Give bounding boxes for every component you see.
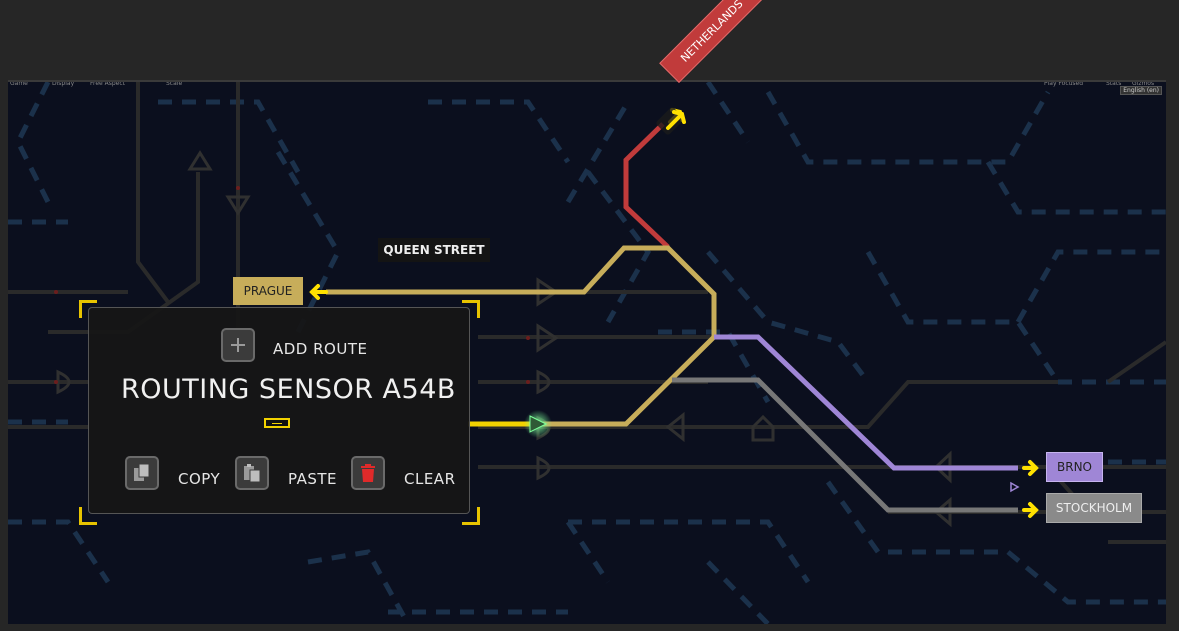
brno-small-marker-icon	[1010, 481, 1020, 493]
route-netherlands	[623, 122, 670, 249]
topbar-game[interactable]: Game	[10, 80, 28, 87]
topbar-display[interactable]: Display	[52, 80, 75, 87]
add-route-button[interactable]	[221, 328, 255, 362]
editor-topbar: Game Display Free Aspect Scale Play Focu…	[8, 80, 1166, 88]
copy-button[interactable]	[125, 456, 159, 490]
arrow-stockholm-icon	[1022, 502, 1039, 518]
plus-icon	[231, 338, 245, 352]
street-name-label: QUEEN STREET	[378, 238, 490, 262]
destination-brno[interactable]: BRNO	[1046, 452, 1103, 482]
selection-corner-bottom-right	[462, 507, 480, 525]
topbar-aspect[interactable]: Free Aspect	[90, 80, 126, 87]
routing-sensor-panel: ADD ROUTE ROUTING SENSOR A54B COPY PASTE…	[88, 307, 470, 514]
selection-corner-top-right	[462, 300, 480, 318]
selection-corner-bottom-left	[79, 507, 97, 525]
track-map[interactable]	[8, 82, 1166, 624]
add-route-label[interactable]: ADD ROUTE	[273, 340, 368, 358]
arrow-netherlands-head-icon	[666, 110, 686, 130]
selection-corner-top-left	[79, 300, 97, 318]
topbar-play-focused[interactable]: Play Focused	[1044, 80, 1084, 87]
arrow-prague-icon	[309, 284, 328, 300]
destination-netherlands[interactable]: NETHERLANDS	[659, 0, 764, 83]
sensor-title: ROUTING SENSOR A54B	[121, 374, 456, 405]
copy-icon	[134, 463, 150, 481]
clear-label[interactable]: CLEAR	[404, 470, 456, 488]
route-prague	[326, 245, 717, 427]
paste-label[interactable]: PASTE	[288, 470, 338, 488]
trash-icon	[361, 464, 375, 482]
paste-button[interactable]	[235, 456, 269, 490]
background-grid	[8, 82, 1166, 624]
sensor-signal	[529, 415, 548, 433]
topbar-scale[interactable]: Scale	[166, 80, 183, 87]
paste-icon	[244, 464, 261, 483]
destination-stockholm[interactable]: STOCKHOLM	[1046, 493, 1142, 523]
destination-prague[interactable]: PRAGUE	[233, 277, 303, 305]
topbar-stats[interactable]: Stats	[1106, 80, 1122, 87]
route-stockholm	[672, 377, 1018, 513]
language-select[interactable]: English (en)	[1120, 86, 1162, 95]
clear-button[interactable]	[351, 456, 385, 490]
route-brno	[714, 334, 1018, 471]
sensor-marker-icon	[264, 418, 290, 428]
arrow-brno-icon	[1022, 460, 1039, 476]
topbar-gizmos[interactable]: Gizmos	[1132, 80, 1155, 87]
copy-label[interactable]: COPY	[178, 470, 221, 488]
